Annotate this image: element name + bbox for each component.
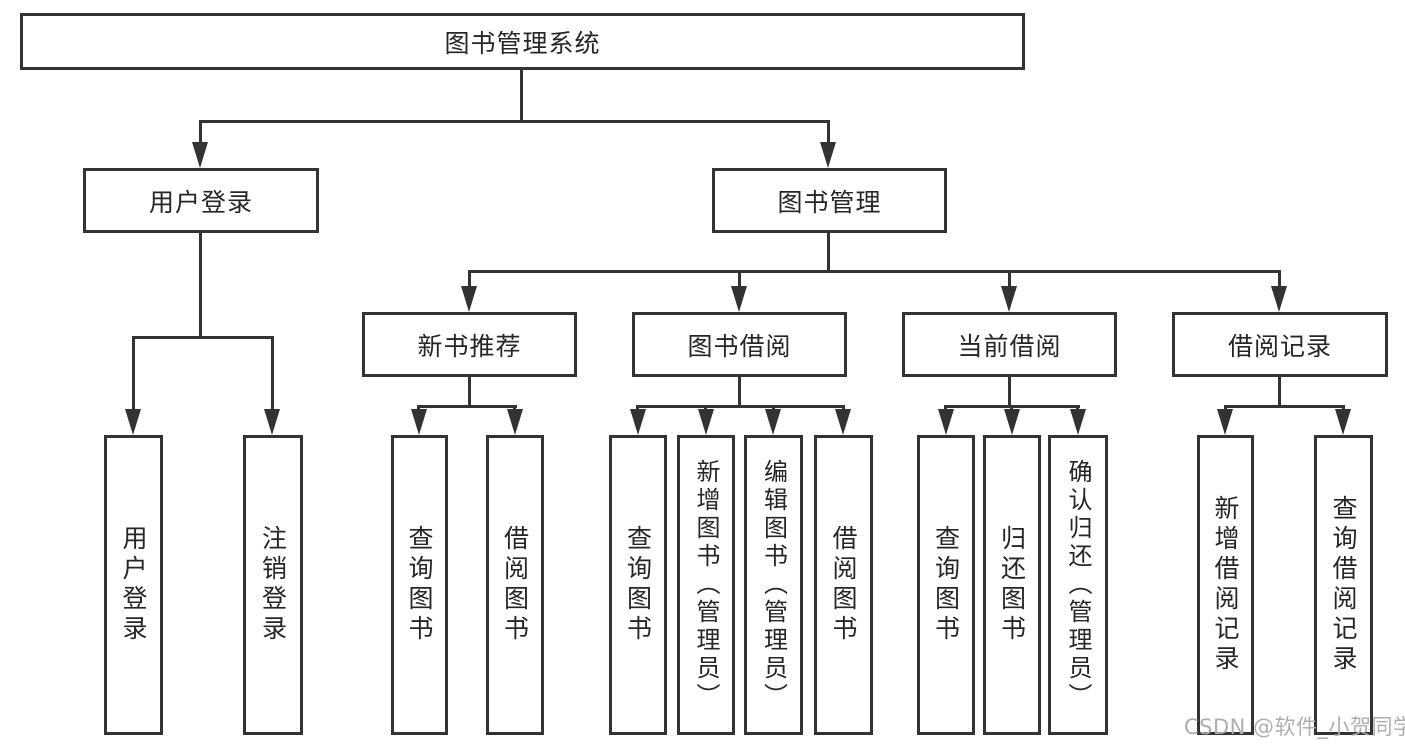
leaf-query-books-3: 查询图书 [917,435,975,735]
leaf-edit-books-admin: 编辑图书（管理员） [744,435,803,735]
connector-line [271,336,274,414]
node-label: 查询图书 [623,525,653,645]
node-label: 借阅记录 [1227,331,1332,361]
node-library-management-system: 图书管理系统 [20,13,1025,70]
node-label: 查询图书 [405,525,434,645]
node-label: 借阅图书 [829,525,858,645]
node-label: 图书管理系统 [444,28,601,58]
arrow-down-icon [264,409,280,435]
leaf-query-borrow-record: 查询借阅记录 [1314,435,1373,735]
arrow-down-icon [1001,286,1017,312]
leaf-borrow-books-1: 借阅图书 [486,435,544,735]
leaf-borrow-books-2: 借阅图书 [814,435,873,735]
watermark: CSDN @软件_小贺同学 [1184,715,1405,739]
arrow-down-icon [820,142,836,168]
connector-line [199,120,202,148]
node-user-login: 用户登录 [83,168,319,233]
connector-line [520,70,523,120]
connector-line [417,405,517,408]
connector-line [738,270,741,292]
node-book-borrowing: 图书借阅 [632,312,847,377]
arrow-down-icon [461,286,477,312]
arrow-down-icon [835,409,851,435]
connector-line [827,120,830,148]
node-label: 图书借阅 [687,331,792,361]
node-label: 确认归还（管理员） [1064,459,1092,711]
connector-line [132,336,274,339]
arrow-down-icon [1004,409,1020,435]
connector-line [199,120,830,123]
arrow-down-icon [765,409,781,435]
node-borrowing-records: 借阅记录 [1172,312,1388,377]
leaf-return-books: 归还图书 [983,435,1041,735]
connector-line [636,405,845,408]
arrow-down-icon [1217,409,1233,435]
connector-line [827,233,830,273]
connector-line [468,270,471,292]
connector-line [1278,270,1281,292]
node-label: 图书管理 [777,187,882,217]
connector-line [738,377,741,408]
connector-line [132,336,135,414]
node-label: 新增借阅记录 [1211,495,1240,675]
connector-line [1278,377,1281,408]
node-label: 新书推荐 [417,331,522,361]
arrow-down-icon [731,286,747,312]
connector-line [199,233,202,339]
connector-line [1224,405,1345,408]
node-current-borrowing: 当前借阅 [902,312,1117,377]
connector-line [1008,270,1011,292]
leaf-add-books-admin: 新增图书（管理员） [677,435,735,735]
node-label: 当前借阅 [957,331,1062,361]
arrow-down-icon [698,409,714,435]
arrow-down-icon [507,409,523,435]
arrow-down-icon [125,409,141,435]
arrow-down-icon [1070,409,1086,435]
arrow-down-icon [938,409,954,435]
arrow-down-icon [1335,409,1351,435]
node-new-book-recommendation: 新书推荐 [362,312,577,377]
node-label: 借阅图书 [500,525,530,645]
connector-line [1008,377,1011,408]
leaf-user-login: 用户登录 [104,435,163,735]
arrow-down-icon [411,409,427,435]
node-label: 用户登录 [119,525,148,645]
leaf-query-books-1: 查询图书 [391,435,448,735]
node-label: 新增图书（管理员） [692,459,720,711]
node-label: 归还图书 [997,525,1027,645]
node-label: 注销登录 [258,525,288,645]
node-label: 编辑图书（管理员） [759,459,788,711]
leaf-logout: 注销登录 [243,435,303,735]
leaf-confirm-return-admin: 确认归还（管理员） [1048,435,1108,735]
node-label: 查询借阅记录 [1329,495,1358,675]
leaf-add-borrow-record: 新增借阅记录 [1197,435,1254,735]
arrow-down-icon [1271,286,1287,312]
connector-line [468,270,1281,273]
node-book-management: 图书管理 [712,168,947,233]
arrow-down-icon [630,409,646,435]
node-label: 查询图书 [931,525,961,645]
leaf-query-books-2: 查询图书 [609,435,667,735]
arrow-down-icon [192,142,208,168]
connector-line [468,377,471,408]
node-label: 用户登录 [148,187,253,217]
